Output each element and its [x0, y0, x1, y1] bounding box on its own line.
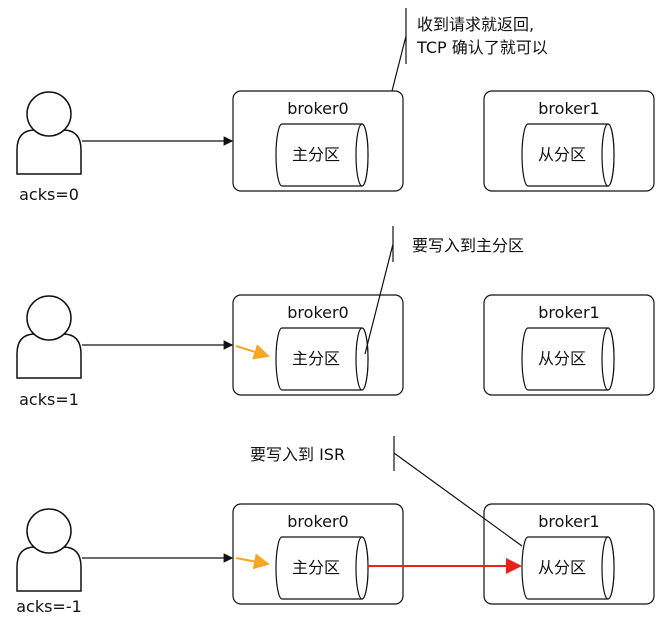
- producer-label: acks=1: [19, 390, 79, 409]
- leader-partition-label: 主分区: [292, 558, 340, 577]
- row-acks-0: acks=0 broker0 主分区 broker1 从分区 收到请求就返回, …: [16, 8, 655, 204]
- note-line-2: TCP 确认了就可以: [416, 38, 548, 57]
- leader-partition-label: 主分区: [292, 145, 340, 164]
- leader-broker-label: broker0: [287, 303, 348, 322]
- note-line-1: 要写入到 ISR: [250, 445, 345, 464]
- follower-broker-label: broker1: [538, 512, 599, 531]
- leader-partition-cylinder: [275, 123, 369, 187]
- producer-person-icon: [16, 295, 82, 379]
- write-leader-arrow: [235, 344, 270, 360]
- producer-person-icon: [16, 508, 82, 592]
- note-callout-line: [393, 436, 523, 547]
- leader-broker-label: broker0: [287, 512, 348, 531]
- note-line-1: 收到请求就返回,: [417, 15, 534, 34]
- follower-partition-label: 从分区: [538, 145, 586, 164]
- follower-broker-label: broker1: [538, 99, 599, 118]
- note-line-1: 要写入到主分区: [412, 236, 524, 255]
- note-callout-line: [364, 226, 394, 355]
- follower-partition-cylinder: [521, 327, 615, 391]
- producer-label: acks=0: [19, 185, 79, 204]
- leader-partition-cylinder: [275, 536, 369, 600]
- follower-partition-cylinder: [521, 536, 615, 600]
- follower-partition-cylinder: [521, 123, 615, 187]
- write-leader-arrow: [235, 553, 270, 570]
- note-callout-line: [391, 8, 407, 92]
- follower-partition-label: 从分区: [538, 349, 586, 368]
- leader-partition-label: 主分区: [292, 349, 340, 368]
- leader-partition-cylinder: [275, 327, 369, 391]
- row-acks-minus-1: acks=-1 broker0 主分区 broker1 从分区 要写入到 ISR: [16, 436, 655, 616]
- follower-partition-label: 从分区: [538, 558, 586, 577]
- producer-person-icon: [16, 91, 82, 175]
- row-acks-1: acks=1 broker0 主分区 broker1 从分区 要写入到主分区: [16, 226, 655, 409]
- producer-label: acks=-1: [16, 597, 82, 616]
- follower-broker-label: broker1: [538, 303, 599, 322]
- leader-broker-label: broker0: [287, 99, 348, 118]
